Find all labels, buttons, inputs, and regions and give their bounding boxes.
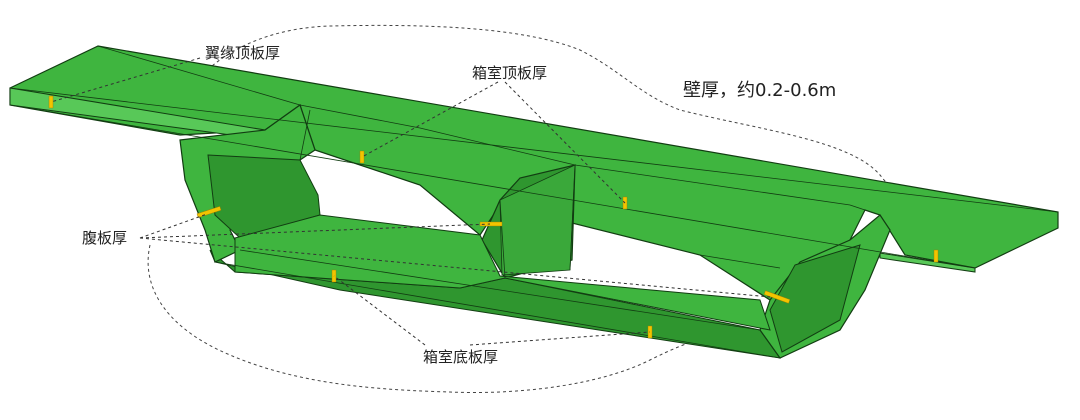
label-box-bottom: 箱室底板厚 <box>423 348 498 366</box>
marker-box-top-left <box>359 150 365 164</box>
label-flange-top: 翼缘顶板厚 <box>205 44 280 62</box>
marker-web-right <box>763 290 791 304</box>
right-web-inner <box>769 244 861 353</box>
bottom-slab-surface <box>234 214 771 331</box>
marker-web-left <box>196 206 222 218</box>
leader-lines <box>50 57 771 346</box>
marker-web-middle <box>479 221 503 227</box>
label-box-top: 箱室顶板厚 <box>472 64 547 82</box>
label-web: 腹板厚 <box>82 229 127 247</box>
marker-flange-left <box>48 95 54 109</box>
dashed-outline <box>147 24 1001 394</box>
label-wall-thickness: 壁厚，约0.2-0.6m <box>683 80 836 101</box>
marker-flange-right <box>933 249 939 263</box>
structure-lines <box>9 45 1059 359</box>
